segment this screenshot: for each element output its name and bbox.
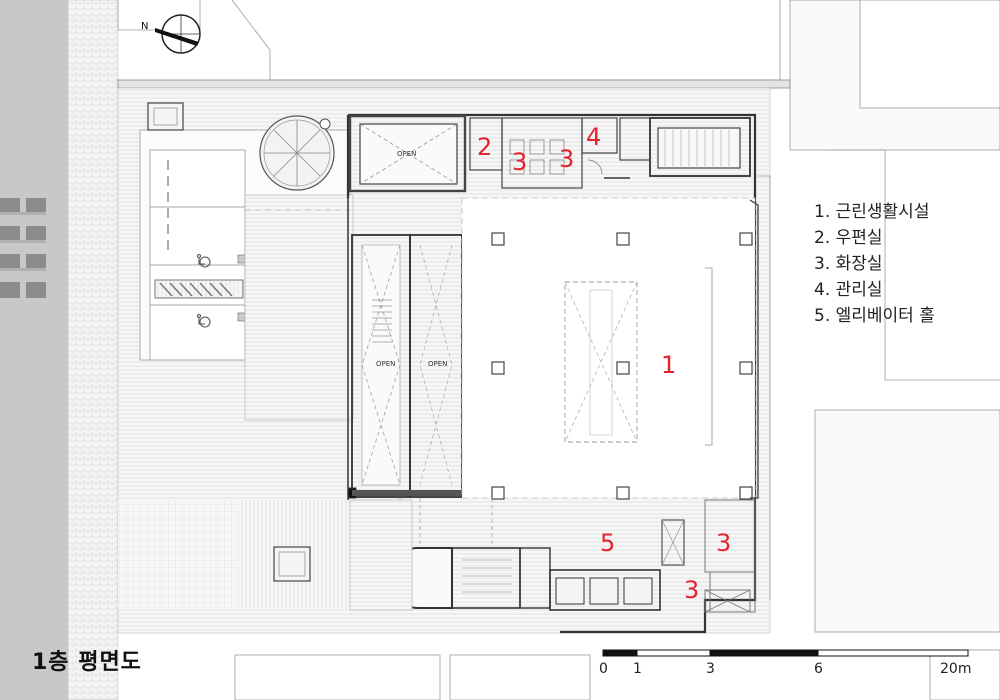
void-label: OPEN	[428, 360, 448, 368]
sidewalk	[67, 0, 119, 700]
legend-item: 1. 근린생활시설	[814, 202, 930, 222]
legend-item: 3. 화장실	[814, 254, 883, 274]
crosswalk	[0, 198, 46, 298]
room-number-4: 4	[586, 123, 602, 151]
legend-item: 4. 관리실	[814, 280, 883, 300]
atrium-void	[347, 234, 463, 499]
scale-tick-label: 0	[599, 661, 608, 677]
room-number-1: 1	[661, 351, 677, 379]
room-number-3: 3	[512, 148, 528, 176]
neighbour-buildings	[117, 0, 1000, 700]
room-number-3: 3	[684, 576, 700, 604]
legend-item: 5. 엘리베이터 홀	[814, 306, 935, 326]
room-number-3: 3	[716, 529, 732, 557]
main-hall	[461, 197, 756, 499]
site-boundary	[117, 79, 791, 89]
square-planter	[147, 102, 311, 582]
scale-tick-label: 6	[814, 661, 823, 677]
service-core	[348, 114, 751, 193]
tree-planter	[259, 115, 335, 191]
void-label: OPEN	[397, 150, 417, 158]
room-number-3: 3	[559, 145, 575, 173]
room-number-2: 2	[477, 133, 493, 161]
void-label: OPEN	[376, 360, 396, 368]
drawing-title: 1층 평면도	[32, 650, 142, 675]
scale-bar	[602, 649, 969, 657]
road	[0, 0, 68, 700]
accessible-parking-icon	[196, 253, 211, 328]
compass-north-label: N	[141, 21, 149, 32]
room-legend: 1. 근린생활시설 2. 우편실 3. 화장실 4. 관리실 5. 엘리베이터 …	[814, 199, 935, 329]
column	[491, 232, 753, 500]
scale-tick-label: 3	[706, 661, 715, 677]
scale-tick-label: 20m	[940, 661, 972, 677]
legend-item: 2. 우편실	[814, 228, 883, 248]
compass-icon	[155, 14, 201, 54]
room-number-5: 5	[600, 529, 616, 557]
scale-tick-label: 1	[633, 661, 642, 677]
